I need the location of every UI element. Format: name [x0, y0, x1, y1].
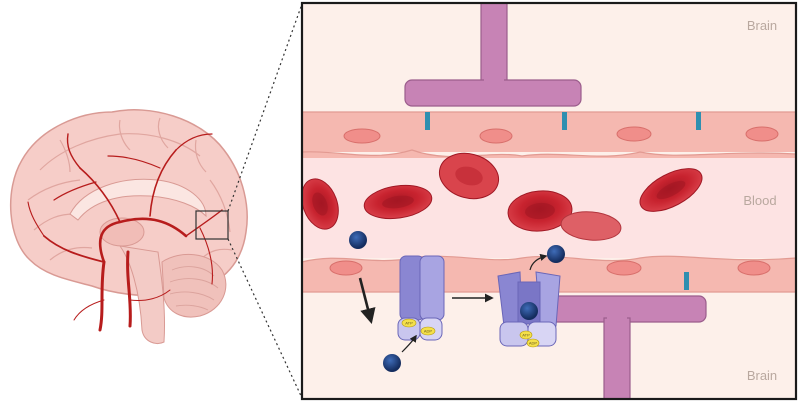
- endothelial-nucleus: [745, 126, 779, 142]
- upper-neuron-process: [404, 3, 582, 107]
- atp-molecule: [519, 330, 533, 340]
- endothelial-nucleus: [343, 128, 381, 144]
- brain-illustration: [9, 109, 248, 344]
- red-blood-cell: [302, 178, 339, 230]
- brain-arteries: [27, 133, 223, 332]
- red-blood-cell: [438, 152, 500, 200]
- zoom-connector-top: [227, 3, 303, 212]
- red-blood-cell: [639, 168, 703, 212]
- label-brain-top: Brain: [747, 18, 777, 33]
- atp-molecule: [420, 326, 436, 336]
- red-blood-cell: [363, 184, 433, 220]
- adp-label: ADP: [424, 329, 433, 334]
- arrow-down-icon: [358, 277, 376, 325]
- endothelial-nucleus: [616, 126, 652, 142]
- zoom-connector-bottom: [227, 238, 303, 399]
- upper-endothelium: [302, 111, 796, 160]
- efflux-transporter: ATP ADP: [397, 255, 445, 341]
- label-brain-bottom: Brain: [747, 368, 777, 383]
- lower-neuron-process: [547, 295, 707, 399]
- drug-molecule: [547, 245, 565, 263]
- tight-junction: [425, 112, 430, 130]
- zoom-panel-border: [300, 1, 798, 401]
- endothelial-nucleus: [606, 260, 642, 276]
- arrow-curve-icon: [529, 253, 548, 271]
- corpus-callosum: [69, 178, 207, 221]
- drug-molecule: [349, 231, 367, 249]
- tight-junction: [562, 112, 567, 130]
- endothelial-nucleus: [329, 260, 363, 276]
- cerebellum: [161, 253, 227, 318]
- label-blood: Blood: [743, 193, 776, 208]
- zoom-box: [195, 210, 229, 240]
- atp-label: ATP: [522, 333, 530, 338]
- atp-molecule: [526, 338, 540, 348]
- arrow-curve-icon: [401, 334, 417, 353]
- tight-junction: [684, 272, 689, 290]
- red-blood-cell: [560, 211, 622, 241]
- adp-label: ADP: [529, 341, 538, 346]
- efflux-transporter: ATP ADP: [497, 271, 561, 348]
- endothelial-nucleus: [479, 128, 513, 144]
- cerebellum-folia: [169, 266, 219, 311]
- tight-junction: [696, 112, 701, 130]
- drug-molecule: [383, 354, 401, 372]
- endothelial-nucleus: [737, 260, 771, 276]
- brainstem: [118, 245, 166, 344]
- drug-molecule: [520, 302, 538, 320]
- atp-label: ATP: [405, 321, 413, 326]
- zoom-panel: ATP ADP ATP ADP: [300, 1, 798, 401]
- atp-molecule: [401, 318, 417, 328]
- red-blood-cell: [507, 190, 573, 232]
- red-blood-cells: [302, 152, 703, 241]
